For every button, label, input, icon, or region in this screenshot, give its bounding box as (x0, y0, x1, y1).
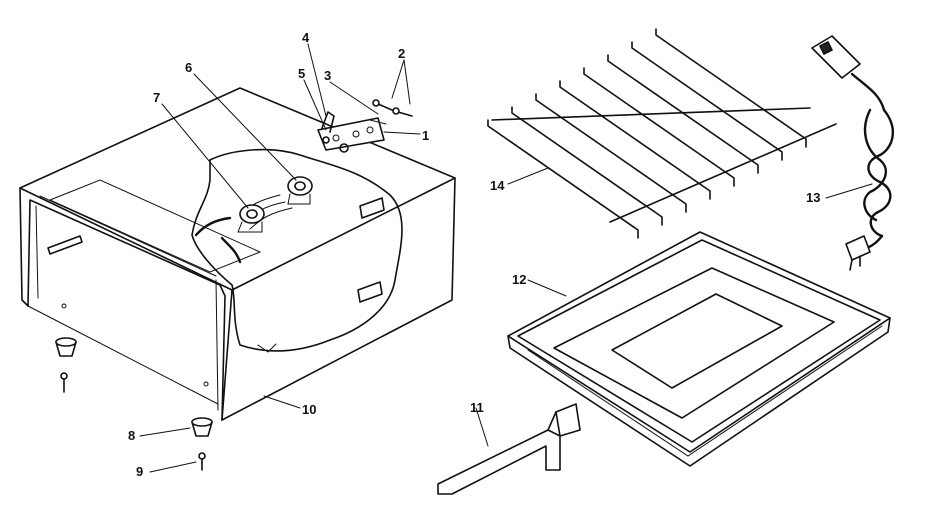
oven-rack (487, 28, 837, 239)
rack-rod (535, 93, 687, 213)
callout-9: 9 (136, 464, 143, 479)
rack-rod (655, 28, 807, 148)
callout-11: 11 (470, 400, 484, 415)
rack-rod (559, 80, 711, 200)
broil-pan (507, 231, 891, 467)
callout-5: 5 (298, 66, 305, 81)
callout-8: 8 (128, 428, 135, 443)
callout-3: 3 (324, 68, 331, 83)
terminal-parts (321, 111, 349, 153)
callout-13: 13 (806, 190, 820, 205)
callout-14: 14 (490, 178, 505, 193)
callout-10: 10 (302, 402, 316, 417)
callout-labels: 1 2 3 4 5 6 7 8 9 10 11 12 13 14 (128, 30, 820, 479)
callout-4: 4 (302, 30, 310, 45)
upper-element-socket (287, 176, 313, 205)
rack-rod (487, 119, 639, 239)
foot-screw (60, 372, 206, 471)
callout-12: 12 (512, 272, 526, 287)
callout-6: 6 (185, 60, 192, 75)
screws (369, 99, 413, 125)
leader-lines (139, 43, 873, 473)
rack-rod (583, 67, 735, 187)
mounting-bracket (317, 117, 385, 151)
oven-body (19, 87, 456, 421)
power-cord (811, 35, 895, 271)
pan-handle (437, 403, 581, 495)
rubber-foot (55, 337, 213, 437)
callout-2: 2 (398, 46, 405, 61)
rack-rod (631, 41, 783, 161)
lower-element-socket (237, 204, 265, 233)
callout-1: 1 (422, 128, 429, 143)
callout-7: 7 (153, 90, 160, 105)
rack-rod (511, 106, 663, 226)
